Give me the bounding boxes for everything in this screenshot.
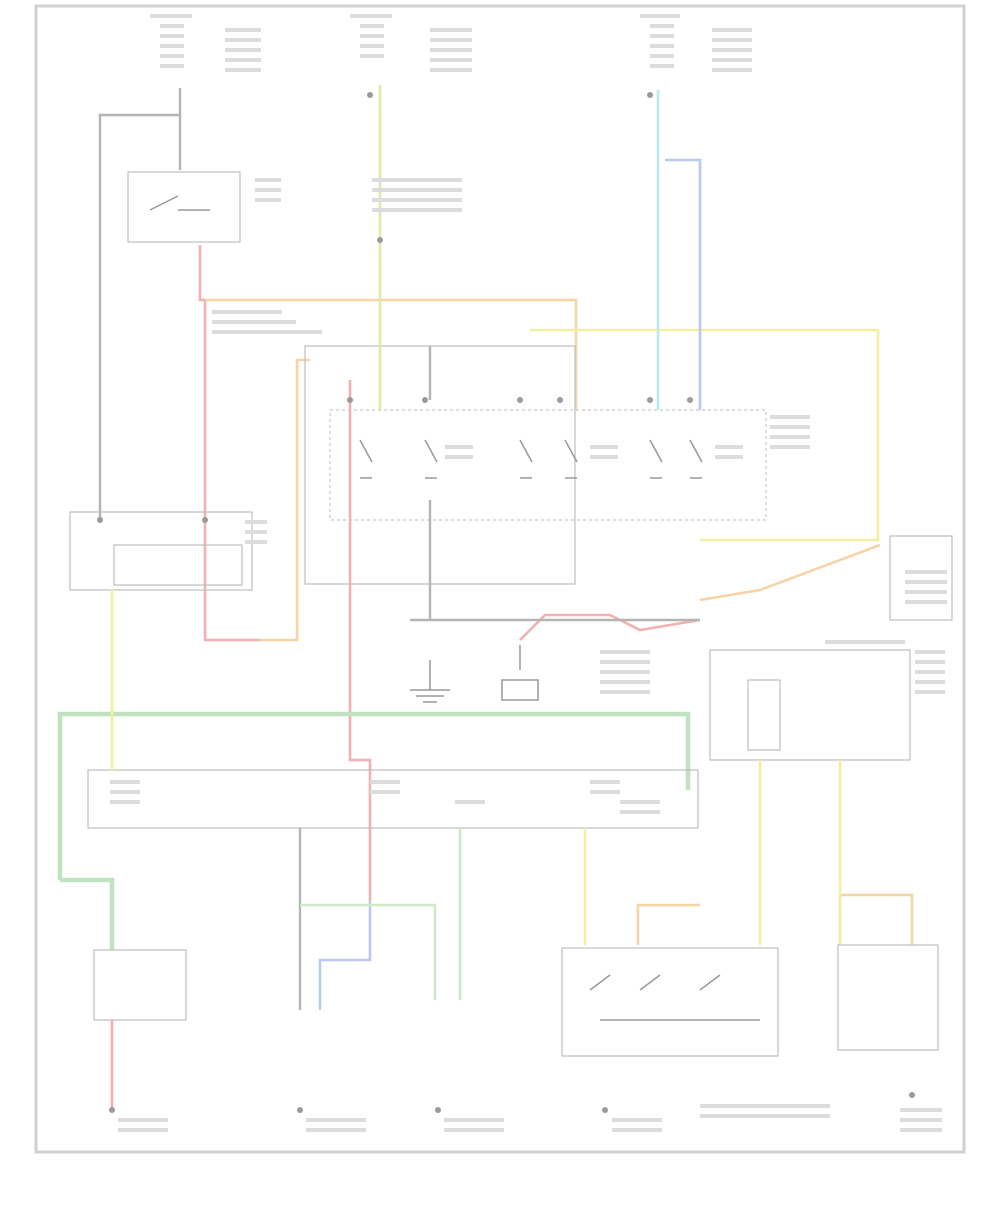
ground-symbol-2 [501,645,539,701]
wire-green-lower [300,828,462,1000]
wire-orange-return [260,358,310,642]
fuse-block-right-label [640,14,752,72]
relay-cluster-dashed [329,409,767,521]
wire-blue-top [665,158,702,410]
relay-switch-box [127,171,241,243]
relay-cluster-labels [372,178,810,459]
control-module-label [825,640,945,694]
bottom-ground-dots [109,1092,915,1113]
bottom-module-center [561,947,779,1057]
wire-yellow-loop [530,328,880,542]
module-left-box [69,511,253,591]
lower-module-row [87,769,699,829]
wire-orange-far-right [838,893,914,945]
relay-switch-label [255,178,281,202]
relay-switch-contact [149,195,210,211]
diagram-frame [34,4,966,1154]
fuse-block-left-label [150,14,261,72]
wire-red-ground-link [519,613,701,641]
relay-cluster-outer [304,345,576,585]
bottom-labels [118,1104,942,1132]
fuse-block-center-label [350,14,472,72]
wire-orange-lower-right [636,903,700,945]
connector-right-label [905,570,947,604]
control-module-inner [747,679,781,751]
wire-green-bus [57,711,691,880]
wire-red-left [198,245,260,642]
module-left-label [245,520,267,544]
bottom-module-center-contacts [589,974,760,1021]
control-module-right [709,649,911,761]
connector-right-box [889,535,953,621]
ground-symbol-1 [410,660,450,703]
ground-labels [600,650,650,694]
relay-terminal-dots [347,92,693,403]
bottom-module-left [93,949,187,1021]
module-left-inner [113,544,243,586]
wire-left-supply [98,88,182,520]
bottom-module-right [837,944,939,1051]
relay-contacts [359,439,703,479]
wire-red-center [348,380,372,900]
module-left-node [97,517,103,523]
wire-green-left-drop [60,877,115,950]
wire-blue-lower [318,900,372,1010]
module-left-node2 [202,517,208,523]
wire-orange-right [699,543,881,602]
wire-orange-left [205,298,578,410]
lower-module-labels [110,780,660,814]
wire-orange-label [212,310,322,334]
